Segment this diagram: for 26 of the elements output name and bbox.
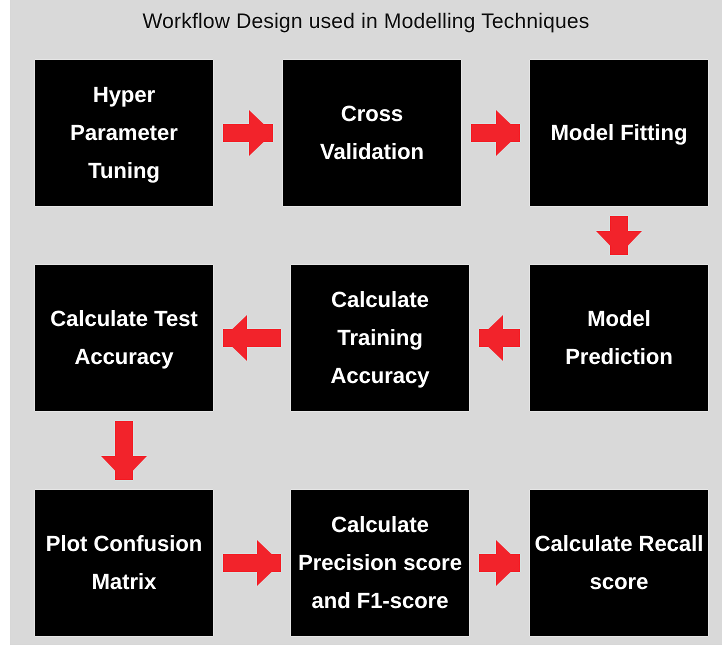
block-arrow	[596, 216, 642, 255]
process-box	[283, 60, 461, 206]
process-box	[35, 60, 213, 206]
process-box	[291, 265, 469, 411]
block-arrow	[479, 540, 520, 586]
block-arrow	[223, 315, 281, 361]
process-box	[530, 265, 708, 411]
step-label: Calculate Training Accuracy	[329, 286, 431, 390]
process-box	[291, 490, 469, 636]
block-arrow	[471, 110, 520, 156]
process-box	[35, 265, 213, 411]
step-label: Calculate Test Accuracy	[49, 305, 199, 371]
block-arrow	[479, 315, 520, 361]
step-label: Plot Confusion Matrix	[44, 530, 204, 596]
step-label: Model Fitting	[550, 119, 688, 147]
step-label: Cross Validation	[319, 100, 425, 166]
process-box	[35, 490, 213, 636]
step-label: Model Prediction	[564, 305, 674, 371]
step-label: Hyper Parameter Tuning	[69, 81, 179, 185]
step-label: Calculate Precision score and F1-score	[297, 511, 463, 615]
diagram-title: Workflow Design used in Modelling Techniques	[142, 10, 590, 34]
block-arrow	[101, 421, 147, 480]
process-box	[530, 60, 708, 206]
step-label: Calculate Recall score	[534, 530, 704, 596]
process-box	[530, 490, 708, 636]
block-arrow	[223, 110, 273, 156]
